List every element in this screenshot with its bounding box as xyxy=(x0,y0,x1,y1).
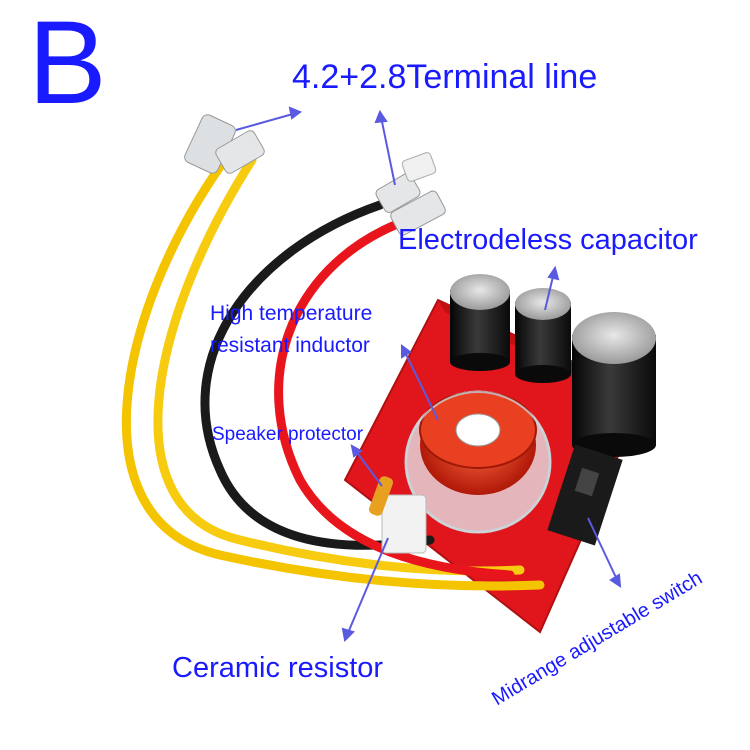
inductor-label-line1: High temperature xyxy=(210,302,373,325)
annotation-arrows xyxy=(235,106,622,643)
speaker-protector xyxy=(368,476,394,516)
capacitor-left xyxy=(450,274,510,371)
midrange-switch xyxy=(547,444,623,546)
yellow-wire-2 xyxy=(153,155,525,576)
ceramic-resistor-label: Ceramic resistor xyxy=(172,652,384,684)
capacitor-right xyxy=(572,312,656,457)
ceramic-resistor xyxy=(381,494,427,554)
terminal-connectors xyxy=(184,114,446,236)
inductor-coil xyxy=(404,390,552,534)
variant-letter: B xyxy=(28,0,107,129)
black-wire xyxy=(200,200,435,550)
inductor-label-line2: resistant inductor xyxy=(210,334,370,357)
capacitor-label: Electrodeless capacitor xyxy=(398,224,698,256)
wire-bundle xyxy=(122,145,545,591)
terminal-line-label: 4.2+2.8Terminal line xyxy=(292,58,598,96)
capacitor-middle xyxy=(515,288,571,383)
yellow-wire xyxy=(122,145,545,591)
speaker-protector-label: Speaker protector xyxy=(212,424,364,445)
red-wire xyxy=(274,220,515,580)
